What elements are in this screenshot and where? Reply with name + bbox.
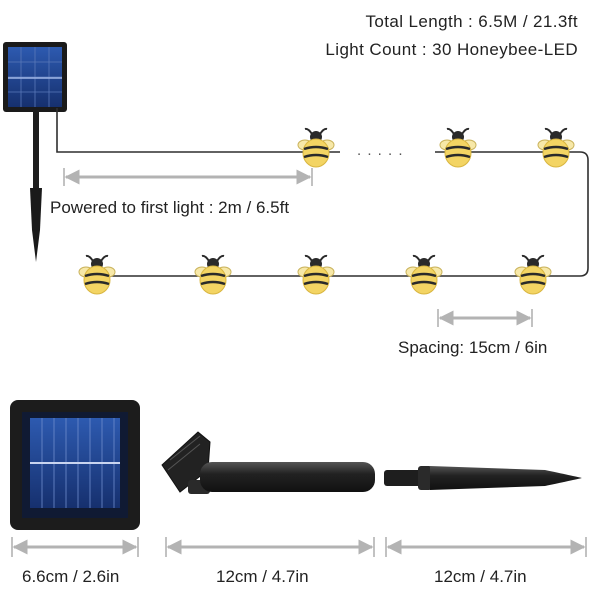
string-wire [56, 108, 589, 277]
total-length-label: Total Length : 6.5M / 21.3ft [365, 12, 578, 31]
stake-upper-length-label: 12cm / 4.7in [216, 567, 309, 586]
bee-light [193, 254, 233, 296]
stake-lower-part [384, 466, 582, 490]
ground-stake-small [30, 110, 42, 262]
ellipsis-indicator: . . . . . [357, 142, 404, 159]
stake-lower-length-label: 12cm / 4.7in [434, 567, 527, 586]
spacing-label: Spacing: 15cm / 6in [398, 338, 548, 357]
bee-light [77, 254, 117, 296]
bee-light [404, 254, 444, 296]
bee-light [536, 127, 576, 169]
solar-panel-small [3, 42, 67, 112]
bee-light [513, 254, 553, 296]
bee-light [296, 127, 336, 169]
stake-upper-part [161, 431, 375, 494]
panel-width-label: 6.6cm / 2.6in [22, 567, 120, 586]
light-count-label: Light Count : 30 Honeybee-LED [325, 40, 578, 59]
bee-light [296, 254, 336, 296]
solar-panel-large [10, 400, 140, 530]
bee-light [438, 127, 478, 169]
powered-to-first-light-label: Powered to first light : 2m / 6.5ft [50, 198, 290, 217]
